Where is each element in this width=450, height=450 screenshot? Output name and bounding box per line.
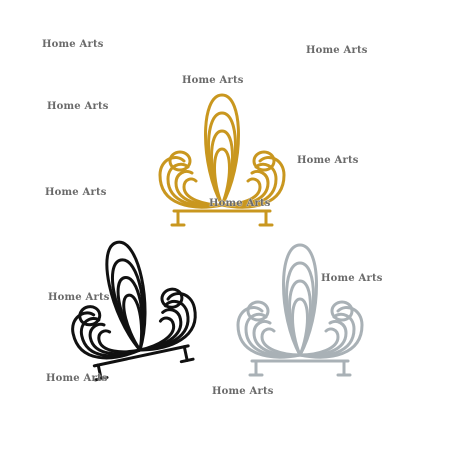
watermark: Home Arts (48, 292, 110, 303)
watermark: Home Arts (306, 45, 368, 56)
watermark: Home Arts (182, 75, 244, 86)
watermark: Home Arts (209, 198, 271, 209)
watermark: Home Arts (46, 373, 108, 384)
watermark: Home Arts (42, 39, 104, 50)
watermark: Home Arts (212, 386, 274, 397)
silver-rack (236, 243, 364, 377)
watermark: Home Arts (297, 155, 359, 166)
black-rack (54, 228, 207, 384)
watermark: Home Arts (321, 273, 383, 284)
watermark: Home Arts (47, 101, 109, 112)
watermark: Home Arts (45, 187, 107, 198)
